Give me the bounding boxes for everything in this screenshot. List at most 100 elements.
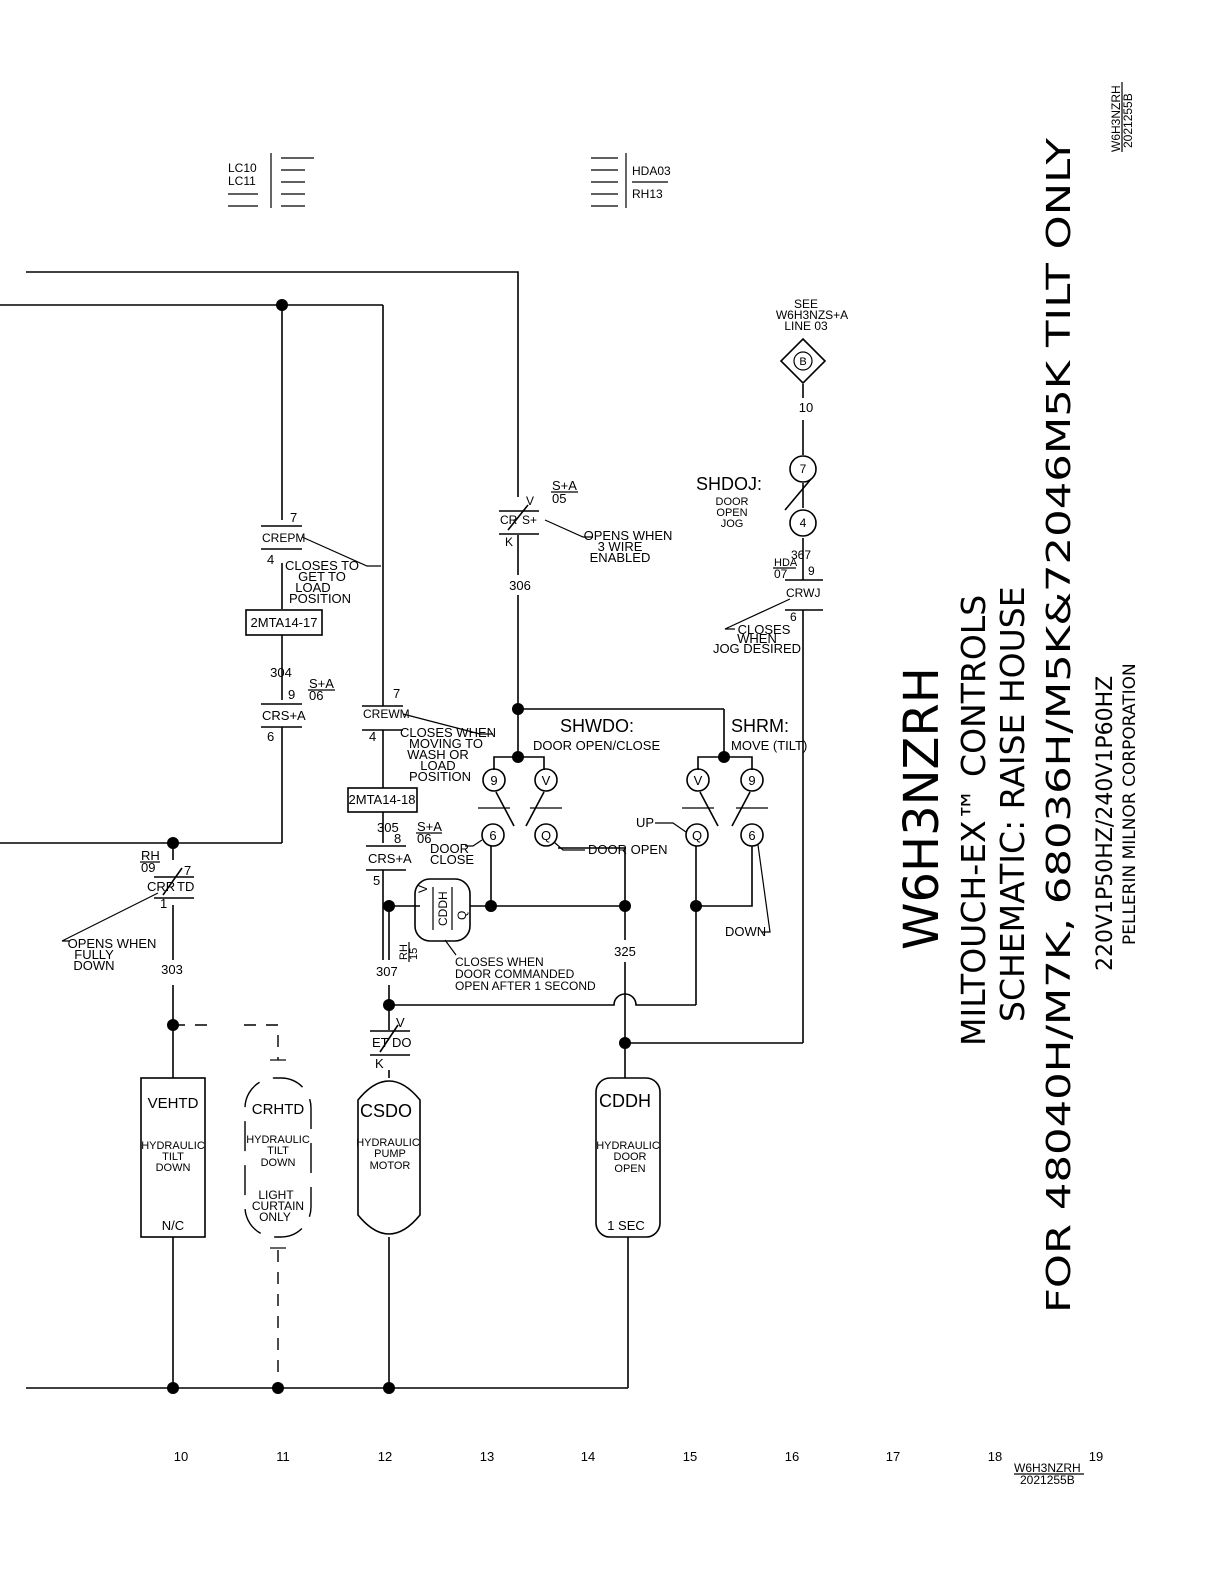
vehtd-label: VEHTD <box>148 1095 199 1112</box>
title-block: W6H3NZRH MILTOUCH-EX™ CONTROLS SCHEMATIC… <box>894 137 1140 1313</box>
shwdo-switch: SHWDO: DOOR OPEN/CLOSE 9 V 6 Q DOOR CLOS… <box>430 716 667 867</box>
xref-lc11: LC11 <box>228 174 256 188</box>
svg-text:DOWN: DOWN <box>156 1162 191 1174</box>
svg-text:7: 7 <box>393 686 400 701</box>
svg-text:HDA: HDA <box>774 557 798 569</box>
wire-305: 305 <box>377 820 399 835</box>
svg-text:MOVING TO: MOVING TO <box>409 736 483 751</box>
crwj-contact: 367 HDA 07 9 CRWJ 6 CLOSES WHEN JOG DESI… <box>713 548 823 656</box>
xref-hda03: HDA03 <box>632 164 671 178</box>
cddh-label: CDDH <box>599 1091 651 1111</box>
svg-text:9: 9 <box>808 564 815 578</box>
svg-text:PUMP: PUMP <box>374 1148 406 1160</box>
shdoj-jog-switch: 7 4 SHDOJ: DOOR OPEN JOG <box>696 455 817 537</box>
line-number: 11 <box>276 1449 290 1464</box>
svg-text:15: 15 <box>408 948 420 960</box>
svg-text:DOWN: DOWN <box>73 958 114 973</box>
svg-text:CLOSES: CLOSES <box>738 622 791 637</box>
title-line-1: MILTOUCH-EX™ CONTROLS <box>954 595 993 1046</box>
svg-text:JOG: JOG <box>721 518 744 530</box>
svg-text:V: V <box>694 773 703 788</box>
shdoj-pin-4: 4 <box>800 516 807 530</box>
svg-text:DOOR: DOOR <box>614 1151 647 1163</box>
svg-text:HYDRAULIC: HYDRAULIC <box>596 1140 660 1152</box>
svg-text:K: K <box>375 1056 384 1071</box>
svg-text:S+A: S+A <box>417 819 442 834</box>
svg-text:HYDRAULIC: HYDRAULIC <box>246 1134 310 1146</box>
footer-tag: W6H3NZRH 2021255B <box>1014 1461 1084 1487</box>
svg-text:V: V <box>526 494 534 508</box>
svg-text:V: V <box>416 885 430 893</box>
coil-csdo: CSDO HYDRAULIC PUMP MOTOR <box>356 1080 421 1235</box>
svg-text:LOAD: LOAD <box>420 758 455 773</box>
line-numbers: 10 11 12 13 14 15 16 17 18 19 <box>174 1449 1103 1464</box>
crs-a-contact-1: 9 S+A 06 CRS+A 6 <box>261 676 335 744</box>
see-sheet: W6H3NZS+A <box>776 308 848 322</box>
shwdo-desc: DOOR OPEN/CLOSE <box>533 738 660 753</box>
cddh-timer-label: CDDH <box>436 891 450 926</box>
svg-text:N/C: N/C <box>162 1218 184 1233</box>
xref-rh13: RH13 <box>632 187 663 201</box>
line-number: 17 <box>886 1449 900 1464</box>
svg-text:MOTOR: MOTOR <box>370 1160 411 1172</box>
svg-text:GET TO: GET TO <box>298 569 346 584</box>
svg-text:09: 09 <box>141 860 155 875</box>
coil-crhtd: CRHTD HYDRAULIC TILT DOWN LIGHT CURTAIN … <box>244 1059 312 1249</box>
svg-text:CLOSES TO: CLOSES TO <box>285 558 359 573</box>
coil-cddh: CDDH HYDRAULIC DOOR OPEN 1 SEC <box>595 1077 661 1238</box>
svg-text:DOWN: DOWN <box>261 1157 296 1169</box>
svg-text:DOWN: DOWN <box>725 924 766 939</box>
shrm-name: SHRM: <box>731 716 789 736</box>
crwj-label: CRWJ <box>786 586 820 600</box>
crepm-contact: 7 CREPM 4 CLOSES TO GET TO LOAD POSITION… <box>245 510 381 680</box>
see-label: SEE <box>794 297 818 311</box>
wire-306: 306 <box>509 578 531 593</box>
svg-text:OPENS WHEN: OPENS WHEN <box>68 936 157 951</box>
wire-304: 304 <box>270 665 292 680</box>
line-number: 15 <box>683 1449 697 1464</box>
svg-text:S+A: S+A <box>309 676 334 691</box>
svg-text:CRR: CRR <box>147 879 175 894</box>
crhtd-label: CRHTD <box>252 1101 305 1118</box>
crs-a-2-label: CRS+A <box>368 851 412 866</box>
svg-text:POSITION: POSITION <box>289 591 351 606</box>
svg-text:RH: RH <box>141 848 160 863</box>
svg-text:7: 7 <box>290 510 297 525</box>
svg-text:06: 06 <box>417 831 431 846</box>
crepm-label: CREPM <box>262 531 305 545</box>
svg-text:6: 6 <box>748 828 755 843</box>
svg-text:6: 6 <box>267 729 274 744</box>
svg-text:06: 06 <box>309 688 323 703</box>
svg-text:CLOSES WHEN: CLOSES WHEN <box>400 725 496 740</box>
svg-text:OPEN: OPEN <box>716 507 747 519</box>
corner-id: W6H3NZRH <box>1109 85 1123 152</box>
wire-325: 325 <box>614 944 636 959</box>
crs-a-1-label: CRS+A <box>262 708 306 723</box>
drawing-id-title: W6H3NZRH <box>894 667 950 950</box>
xref-lc10: LC10 <box>228 161 257 175</box>
coil-vehtd: VEHTD HYDRAULIC TILT DOWN N/C <box>140 1077 206 1238</box>
svg-text:TILT: TILT <box>162 1151 184 1163</box>
svg-text:5: 5 <box>373 873 380 888</box>
svg-text:Q: Q <box>455 911 469 920</box>
svg-text:1 SEC: 1 SEC <box>607 1218 645 1233</box>
junction-dots <box>167 299 730 1394</box>
svg-text:OPENS WHEN: OPENS WHEN <box>584 528 673 543</box>
svg-text:LOAD: LOAD <box>295 580 330 595</box>
svg-text:S+: S+ <box>522 513 537 527</box>
svg-text:LIGHT: LIGHT <box>258 1188 294 1202</box>
wire-303: 303 <box>161 962 183 977</box>
svg-text:POSITION: POSITION <box>409 769 471 784</box>
connector-label: B <box>799 356 806 368</box>
svg-text:Q: Q <box>541 828 551 843</box>
svg-text:K: K <box>505 535 513 549</box>
svg-text:CURTAIN: CURTAIN <box>252 1199 304 1213</box>
shrm-desc: MOVE (TILT) <box>731 738 807 753</box>
svg-text:DOOR: DOOR <box>716 496 749 508</box>
connector-diamond <box>779 337 827 385</box>
svg-text:05: 05 <box>552 491 566 506</box>
svg-text:WHEN: WHEN <box>737 631 777 646</box>
svg-text:V: V <box>542 773 551 788</box>
svg-text:DOOR COMMANDED: DOOR COMMANDED <box>455 967 575 981</box>
